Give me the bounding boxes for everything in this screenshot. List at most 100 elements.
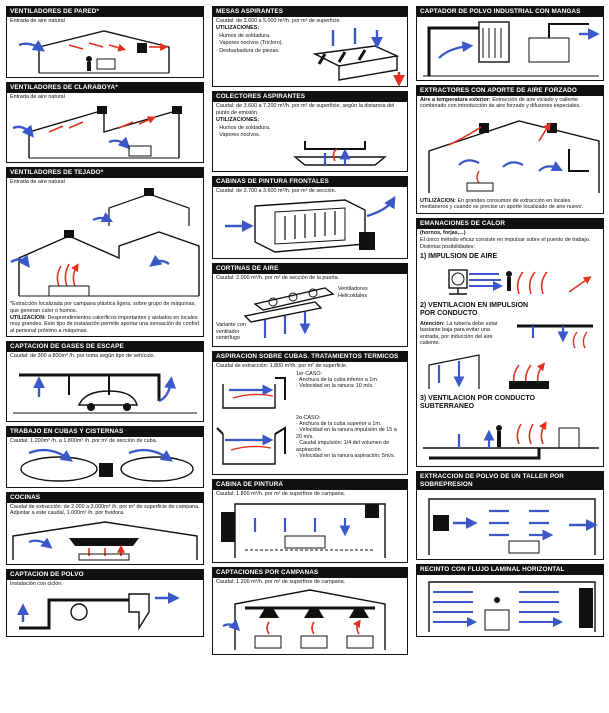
laminar-flow-illustration [417,575,603,636]
panel-cabina-pintura: CABINA DE PINTURA Caudal: 1.800 m³/h. po… [212,478,408,564]
panel-text: Caudal: de 300 a 800m³ /h. por toma segú… [10,353,156,360]
paint-cabin-illustration [213,497,407,562]
lead-text: Extracción de aire viciado y caliente co… [420,97,581,110]
cyclone-illustration [7,587,203,636]
panel-body: UTILIZACIONES: · Humos de soldadura. · V… [213,24,407,87]
panel-subtitle: (hornos, forjas,...) [420,229,466,236]
panel-title: ASPIRACION SOBRE CUBAS. TRATAMIENTOS TER… [213,352,407,363]
panel-cortinas-aire: CORTINAS DE AIRE Caudal: 2.000 m³/h. por… [212,262,408,348]
bag-filter-illustration [417,17,603,80]
panel-title: EXTRACCION DE POLVO DE UN TALLER POR SOB… [417,471,603,490]
panel-lead: Aire a temperatura exterior: Extracción … [417,96,603,110]
panel-title: EMANACIONES DE CALOR [417,218,603,229]
panel-utilization: UTILIZACION: Desprendimientos calorífico… [7,314,203,336]
panel-title: CAPTACIONES POR CAMPANAS [213,568,407,579]
utilization-item: · Desbarbadura de piezas. [216,47,280,54]
panel-cocinas: COCINAS Caudal de extracción: de 2.000 a… [6,492,204,565]
panel-gases-escape: CAPTACION DE GASES DE ESCAPE Caudal: de … [6,341,204,422]
panel-colectores-aspirantes: COLECTORES ASPIRANTES Caudal: de 3.600 a… [212,91,408,173]
panel-cabinas-pintura-frontales: CABINAS DE PINTURA FRONTALES Caudal: de … [212,176,408,259]
case-2-row: 2o CASO: · Anchura de la cuba superior a… [213,414,407,474]
duct-impulsion-illustration [417,350,603,393]
panel-text: Caudal: de 3.600 a 7.200 m³/h. por m² de… [216,103,395,116]
panel-aspiracion-cubas: ASPIRACION SOBRE CUBAS. TRATAMIENTOS TER… [212,351,408,475]
centrifugal-variant-label: Variante con ventilador centrífugo [216,322,246,342]
panel-title: VENTILADORES DE PARED* [7,7,203,17]
option-2-heading: 2) VENTILACION EN IMPULSION POR CONDUCTO [420,301,529,317]
utilization-text: En grandes consumos de extracción en loc… [420,197,584,211]
panel-emanaciones-calor: EMANACIONES DE CALOR (hornos, forjas,...… [416,217,604,467]
panel-title: CAPTACION DE POLVO [7,569,203,580]
kitchen-hood-illustration [7,517,203,564]
case-1-row: 1er CASO: · Anchura de la cuba inferior … [213,370,407,414]
option-2-body: Atención: La tubería debe estar bastante… [417,320,603,350]
panel-title: CAPTACION DE GASES DE ESCAPE [7,342,203,353]
panel-text: Entrada de aire natural [10,94,65,101]
panel-note: *Extracción localizada por campana plást… [10,301,196,314]
utilization-label: UTILIZACION: [420,197,456,204]
tank-case-2-illustration [216,425,286,465]
utilization-text: Desprendimientos caloríficos importantes… [10,315,200,334]
utilization-block: UTILIZACIONES: · Humos de soldadura. · V… [213,24,305,86]
skylight-fan-illustration [7,101,203,162]
case-2-text: 2o CASO: · Anchura de la cuba superior a… [296,414,397,460]
option-3-heading: 3) VENTILACION POR CONDUCTO SUBTERRANEO [420,394,535,410]
panel-title: RECINTO CON FLUJO LAMINAL HORIZONTAL [417,564,603,575]
exhaust-capture-illustration [7,360,203,421]
panel-text: Entrada de aire natural [10,18,65,24]
panel-title: TRABAJO EN CUBAS Y CISTERNAS [7,426,203,437]
attention-note: Atención: La tubería debe estar bastante… [417,320,513,350]
air-curtain-illustration: Ventiladores Helicoidales Variante con v… [213,281,407,346]
collector-illustration [213,138,407,171]
column-right: CAPTADOR DE POLVO INDUSTRIAL CON MANGAS … [416,6,604,641]
attention-text: La tubería debe estar bastante baja para… [420,320,498,347]
panel-captador-polvo-mangas: CAPTADOR DE POLVO INDUSTRIAL CON MANGAS [416,6,604,81]
panel-title: COLECTORES ASPIRANTES [213,92,407,103]
panel-text: Caudal: 1.200m³ /h. a 1.800m³ /h. por m²… [10,437,158,444]
panel-text: Caudal: 2.000 m³/h. por m² de sección de… [216,274,340,281]
panel-title: MESAS ASPIRANTES [213,7,407,17]
panel-captacion-polvo: CAPTACION DE POLVO Instalación con cicló… [6,568,204,638]
paint-booth-illustration [213,195,407,258]
lead-label: Aire a temperatura exterior: [420,97,491,103]
panel-ventiladores-pared: VENTILADORES DE PARED* Entrada de aire n… [6,6,204,79]
panel-title: CAPTADOR DE POLVO INDUSTRIAL CON MANGAS [417,7,603,17]
hood-capture-illustration [213,585,407,654]
panel-cubas-cisternas: TRABAJO EN CUBAS Y CISTERNAS Caudal: 1.2… [6,425,204,489]
panel-flujo-laminal: RECINTO CON FLUJO LAMINAL HORIZONTAL [416,563,604,637]
panel-text: Caudal: 1.800 m³/h. por m² de superficie… [216,490,346,497]
panel-text: Caudal de extracción: 1.800 m³/h. por m²… [216,363,348,370]
panel-title: CABINA DE PINTURA [213,479,407,490]
panel-text: Entrada de aire natural [10,178,65,185]
panel-text: El único método eficaz consiste en impul… [420,237,591,244]
panel-ventiladores-claraboya: VENTILADORES DE CLARABOYA* Entrada de ai… [6,82,204,163]
utilization-item: · Vapores nocivos (Tricloro). [216,40,284,47]
panel-title: VENTILADORES DE TEJADO* [7,167,203,178]
roof-fan-illustration [7,185,203,300]
panel-title: EXTRACTORES CON APORTE DE AIRE FORZADO [417,86,603,96]
tank-case-1-illustration [222,376,286,409]
panel-title: CORTINAS DE AIRE [213,263,407,274]
panel-title: CABINAS DE PINTURA FRONTALES [213,177,407,188]
tank-work-illustration [7,444,203,487]
panel-ventiladores-tejado: VENTILADORES DE TEJADO* Entrada de aire … [6,166,204,338]
panel-text: Distintas posibilidades: [420,244,475,251]
panel-captaciones-campanas: CAPTACIONES POR CAMPANAS Caudal: 1.200 m… [212,567,408,656]
attention-label: Atención: [420,320,445,327]
panel-utilization: UTILIZACION: En grandes consumos de extr… [417,197,603,213]
panel-text: Instalación con ciclón. [10,580,63,587]
wall-fan-illustration [7,24,203,77]
utilization-label: UTILIZACIONES: [216,25,260,32]
panel-title: VENTILADORES DE CLARABOYA* [7,83,203,94]
column-middle: MESAS ASPIRANTES Caudal: de 3.600 a 5.00… [212,6,408,659]
case-1-text: 1er CASO: · Anchura de la cuba inferior … [296,370,379,390]
utilization-item: · Humos de soldadura. [216,32,271,39]
utilization-label: UTILIZACIONES: [216,117,260,124]
underground-duct-illustration [417,413,603,466]
suction-table-illustration [312,28,405,87]
panel-text: Caudal: 1.200 m³/h. por m² de superficie… [216,579,346,586]
panel-extractores-aire-forzado: EXTRACTORES CON APORTE DE AIRE FORZADO A… [416,85,604,214]
utilization-item: · Humos de soldadura. [216,124,271,131]
panel-title: COCINAS [7,493,203,504]
panel-text: Caudal: de 3.600 a 5.000 m³/h. por m² de… [216,18,341,24]
